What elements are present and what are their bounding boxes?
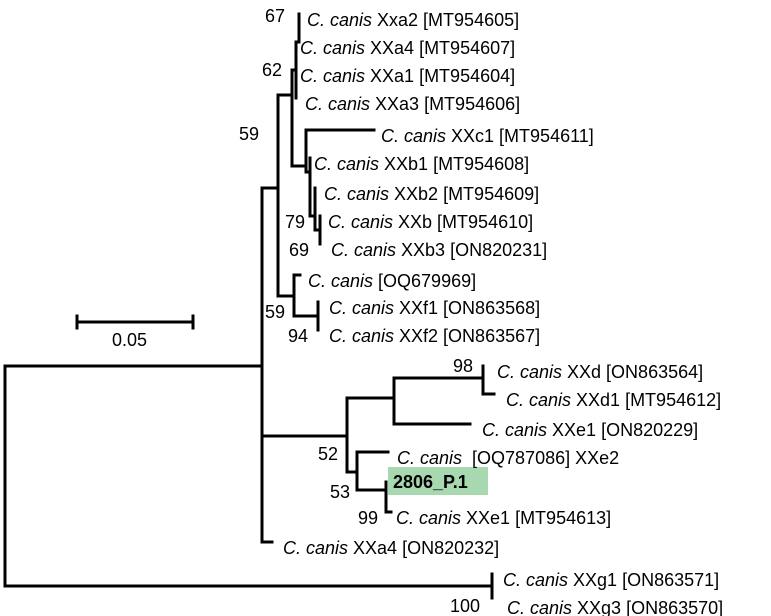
leaf-accession: XXd1 [MT954612] <box>571 390 721 410</box>
leaf-accession: Xxa2 [MT954605] <box>372 10 519 30</box>
leaf-species: C. canis <box>314 154 379 174</box>
leaf-label: C. canis XXb3 [ON820231] <box>331 240 547 260</box>
leaf-accession: XXf2 [ON863567] <box>394 326 540 346</box>
leaf-accession: XXg3 [ON863570] <box>572 598 723 616</box>
leaf-labels: C. canis Xxa2 [MT954605]C. canis XXa4 [M… <box>283 10 723 616</box>
tree-branches <box>3 12 496 600</box>
leaf-species: C. canis <box>396 508 461 528</box>
leaf-label: C. canis [OQ679969] <box>308 271 476 291</box>
leaf-accession: XXa3 [MT954606] <box>370 94 520 114</box>
leaf-label: C. canis XXa1 [MT954604] <box>300 66 515 86</box>
leaf-species: C. canis <box>482 420 547 440</box>
branch-lower-clade <box>260 396 349 474</box>
leaf-label: C. canis XXa4 [ON820232] <box>283 538 499 558</box>
bootstrap-value: 59 <box>265 302 285 322</box>
bootstrap-value: 53 <box>330 482 350 502</box>
leaf-label: C. canis XXb [MT954610] <box>328 212 533 232</box>
bootstrap-value: 67 <box>265 6 285 26</box>
leaf-accession: [OQ679969] <box>373 271 476 291</box>
highlight-label: 2806_P.1 <box>393 472 468 492</box>
highlight-box <box>388 467 488 495</box>
leaf-label: C. canis XXf2 [ON863567] <box>329 326 540 346</box>
leaf-species: C. canis <box>300 66 365 86</box>
leaf-accession: XXa4 [ON820232] <box>348 538 499 558</box>
leaf-accession: XXa4 [MT954607] <box>365 38 515 58</box>
bootstrap-value: 94 <box>288 326 308 346</box>
branch-xxd-pair <box>392 364 496 396</box>
leaf-label: C. canis XXa3 [MT954606] <box>305 94 520 114</box>
leaf-label: C. canis [OQ787086] XXe2 <box>397 448 619 468</box>
branch-2806-pair <box>355 480 393 514</box>
bootstrap-value: 52 <box>318 444 338 464</box>
leaf-accession: XXg1 [ON863571] <box>568 570 719 590</box>
bootstrap-value: 62 <box>262 60 282 80</box>
leaf-label: C. canis XXb1 [MT954608] <box>314 154 529 174</box>
leaf-accession: XXe1 [ON820229] <box>547 420 698 440</box>
leaf-accession: XXc1 [MT954611] <box>446 126 594 146</box>
leaf-accession: [OQ787086] XXe2 <box>462 448 619 468</box>
branch-xxa2 <box>294 12 301 44</box>
branch-upper-clade <box>260 93 280 298</box>
leaf-species: C. canis <box>300 38 365 58</box>
bootstrap-value: 59 <box>239 124 259 144</box>
leaf-species: C. canis <box>307 10 372 30</box>
leaf-accession: XXb [MT954610] <box>393 212 533 232</box>
leaf-species: C. canis <box>328 212 393 232</box>
leaf-species: C. canis <box>506 390 571 410</box>
leaf-label: C. canis XXc1 [MT954611] <box>381 126 594 146</box>
leaf-label: C. canis Xxa2 [MT954605] <box>307 10 519 30</box>
leaf-species: C. canis <box>329 326 394 346</box>
branch-xxf-pair <box>292 300 320 332</box>
bootstrap-value: 100 <box>450 596 480 616</box>
bootstrap-value: 79 <box>285 212 305 232</box>
leaf-species: C. canis <box>308 271 373 291</box>
leaf-species: C. canis <box>397 448 462 468</box>
bootstrap-value: 69 <box>289 240 309 260</box>
leaf-accession: XXb3 [ON820231] <box>396 240 547 260</box>
leaf-label: C. canis XXf1 [ON863568] <box>329 298 540 318</box>
leaf-accession: XXd [ON863564] <box>562 362 703 382</box>
branch-outgroup <box>3 572 494 600</box>
leaf-accession: XXf1 [ON863568] <box>394 298 540 318</box>
leaf-species: C. canis <box>329 298 394 318</box>
leaf-label: C. canis XXe1 [MT954613] <box>396 508 611 528</box>
leaf-label: C. canis XXd [ON863564] <box>497 362 703 382</box>
branch-xxf-group <box>276 273 296 318</box>
branch-xxb2 <box>308 186 317 232</box>
leaf-species: C. canis <box>507 598 572 616</box>
leaf-accession: XXa1 [MT954604] <box>365 66 515 86</box>
leaf-label: C. canis XXb2 [MT954609] <box>324 184 539 204</box>
leaf-label: C. canis XXa4 [MT954607] <box>300 38 515 58</box>
scale-bar-label: 0.05 <box>112 330 147 350</box>
branch-xxb1 <box>304 156 312 218</box>
leaf-label: C. canis XXe1 [ON820229] <box>482 420 698 440</box>
branch-xxa-subgroup <box>290 40 298 100</box>
branch-xxb-pair <box>313 214 322 246</box>
branch-xxc-xxb <box>290 128 308 174</box>
branch-xxa-group <box>276 68 294 168</box>
leaf-species: C. canis <box>324 184 389 204</box>
leaf-label: C. canis XXd1 [MT954612] <box>506 390 721 410</box>
bootstrap-value: 98 <box>453 356 473 376</box>
scale-bar <box>75 314 195 330</box>
leaf-accession: XXb2 [MT954609] <box>389 184 539 204</box>
branch-xxe2-group <box>345 450 359 492</box>
leaf-accession: XXe1 [MT954613] <box>461 508 611 528</box>
leaf-label: C. canis XXg3 [ON863570] <box>507 598 723 616</box>
branch-xxd-xxe1 <box>345 376 396 426</box>
leaf-species: C. canis <box>497 362 562 382</box>
leaf-species: C. canis <box>305 94 370 114</box>
leaf-species: C. canis <box>331 240 396 260</box>
leaf-species: C. canis <box>283 538 348 558</box>
leaf-label: C. canis XXg1 [ON863571] <box>503 570 719 590</box>
leaf-accession: XXb1 [MT954608] <box>379 154 529 174</box>
branch-root <box>3 364 264 588</box>
leaf-species: C. canis <box>503 570 568 590</box>
bootstrap-value: 99 <box>358 508 378 528</box>
leaf-species: C. canis <box>381 126 446 146</box>
